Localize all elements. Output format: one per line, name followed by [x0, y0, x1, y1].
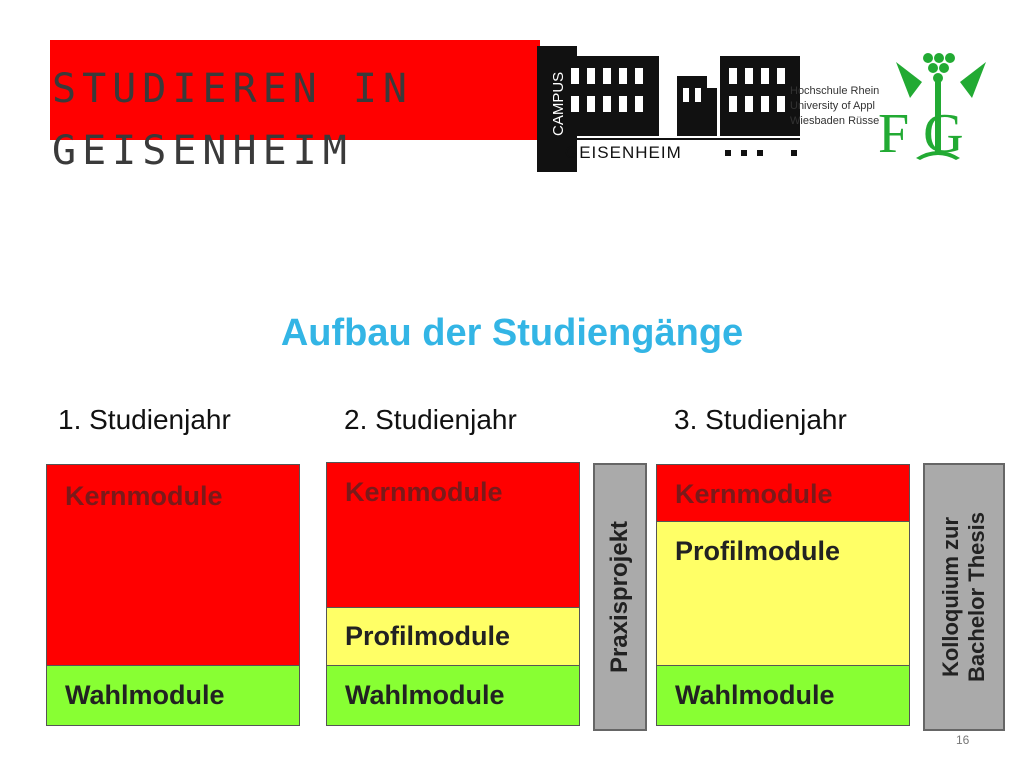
wahlmodule-label: Wahlmodule — [65, 680, 225, 710]
year-1-kernmodule: Kernmodule — [47, 465, 299, 665]
wahlmodule-label: Wahlmodule — [345, 680, 505, 710]
year-1-modules: Kernmodule Wahlmodule — [46, 464, 300, 726]
wahlmodule-label: Wahlmodule — [675, 680, 835, 710]
year-2-wahlmodule: Wahlmodule — [327, 665, 579, 725]
year-3-label: 3. Studienjahr — [674, 404, 847, 435]
kernmodule-label: Kernmodule — [65, 481, 223, 511]
year-2-modules: Kernmodule Profilmodule Wahlmodule — [326, 462, 580, 726]
page-number: 16 — [956, 733, 970, 747]
praxisprojekt-box: Praxisprojekt — [593, 463, 647, 731]
year-3-wahlmodule: Wahlmodule — [657, 665, 909, 725]
fg-logo-text: FG — [878, 103, 978, 165]
page-title: STUDIEREN IN GEISENHEIM — [52, 66, 413, 174]
kolloquium-box: Kolloquium zur Bachelor Thesis — [923, 463, 1005, 731]
profilmodule-label: Profilmodule — [345, 621, 511, 651]
kernmodule-label: Kernmodule — [345, 477, 503, 507]
campus-logo-bottom-text: GEISENHEIM — [565, 143, 682, 162]
kolloquium-label-line-2: Bachelor Thesis — [964, 512, 989, 682]
kernmodule-label: Kernmodule — [675, 479, 833, 509]
campus-geisenheim-logo: CAMPUS GEISENHEIM — [537, 46, 800, 172]
year-1-label: 1. Studienjahr — [58, 404, 231, 435]
hochschule-line-3: Wiesbaden Rüsse — [790, 115, 880, 127]
year-2-kernmodule: Kernmodule — [327, 463, 579, 607]
hochschule-line-2: University of Appl — [790, 100, 875, 112]
profilmodule-label: Profilmodule — [675, 536, 841, 566]
hochschule-line-1: Hochschule Rhein — [790, 85, 880, 97]
year-2-profilmodule: Profilmodule — [327, 607, 579, 665]
title-banner — [50, 40, 540, 140]
year-3-kernmodule: Kernmodule — [657, 465, 909, 521]
campus-logo-top-text: CAMPUS — [550, 72, 567, 136]
hochschule-rheinmain-logo: Hochschule Rhein University of Appl Wies… — [790, 84, 880, 129]
year-3-profilmodule: Profilmodule — [657, 521, 909, 665]
kolloquium-label: Kolloquium zur Bachelor Thesis — [938, 512, 990, 682]
fg-grape-logo: FG — [878, 53, 986, 165]
year-1-wahlmodule: Wahlmodule — [47, 665, 299, 725]
praxisprojekt-label: Praxisprojekt — [606, 520, 633, 674]
kolloquium-label-line-1: Kolloquium zur — [938, 516, 963, 678]
section-heading: Aufbau der Studiengänge — [280, 312, 744, 354]
year-3-modules: Kernmodule Profilmodule Wahlmodule — [656, 464, 910, 726]
year-2-label: 2. Studienjahr — [344, 404, 517, 435]
